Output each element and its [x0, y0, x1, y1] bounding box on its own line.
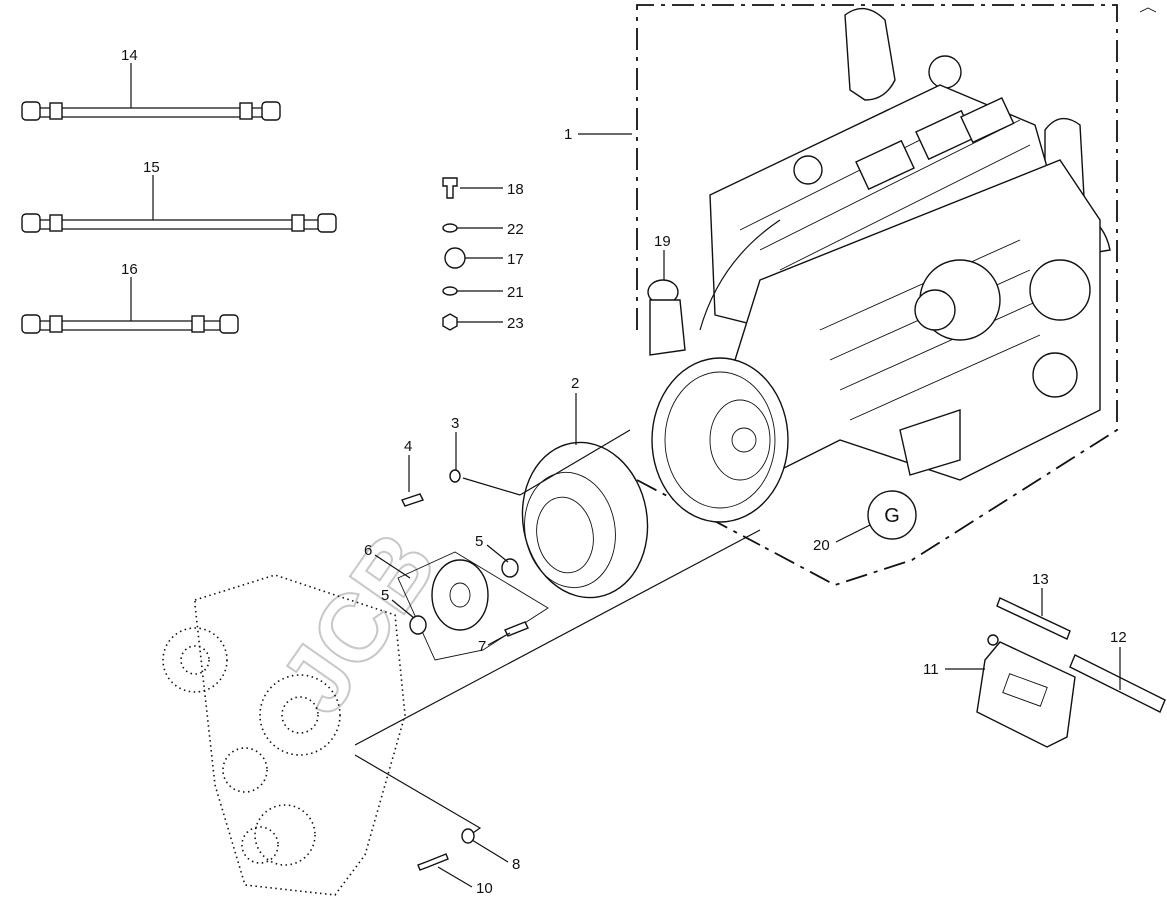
- callout-13: 13: [1032, 571, 1049, 616]
- group-badge: G: [867, 490, 917, 540]
- callout-18: 18: [460, 181, 524, 198]
- svg-text:19: 19: [654, 233, 671, 250]
- callout-23: 23: [457, 315, 524, 332]
- callout-15: 15: [143, 159, 160, 220]
- svg-text:21: 21: [507, 284, 524, 301]
- callout-11: 11: [923, 661, 985, 678]
- callout-20: 20: [813, 524, 871, 554]
- callout-21: 21: [457, 284, 524, 301]
- watermark: JCB: [260, 513, 458, 732]
- callout-19: 19: [654, 233, 671, 280]
- svg-text:20: 20: [813, 537, 830, 554]
- lower-bolt: [417, 828, 475, 871]
- svg-text:23: 23: [507, 315, 524, 332]
- callout-5b: 5: [381, 587, 415, 619]
- callout-1: 1: [564, 126, 632, 143]
- svg-text:3: 3: [451, 415, 459, 432]
- timing-housing: [162, 529, 761, 896]
- svg-text:15: 15: [143, 159, 160, 176]
- callout-2: 2: [571, 375, 579, 445]
- cable-14: [21, 101, 281, 121]
- svg-text:10: 10: [476, 880, 493, 897]
- callout-3: 3: [451, 415, 459, 470]
- corner-mark: [1139, 7, 1157, 13]
- callout-6: 6: [364, 542, 411, 579]
- callout-8: 8: [471, 839, 520, 873]
- engine-assembly: [647, 7, 1111, 523]
- svg-text:16: 16: [121, 261, 138, 278]
- svg-text:12: 12: [1110, 629, 1127, 646]
- svg-text:1: 1: [564, 126, 572, 143]
- svg-text:6: 6: [364, 542, 372, 559]
- flywheel: [519, 429, 649, 599]
- svg-text:11: 11: [923, 661, 939, 678]
- callout-7: 7: [478, 632, 511, 655]
- svg-text:14: 14: [121, 47, 138, 64]
- callout-4: 4: [404, 438, 412, 492]
- hardware-stack: [442, 177, 466, 331]
- callout-14: 14: [121, 47, 138, 108]
- callout-10: 10: [437, 866, 493, 897]
- callout-5a: 5: [475, 533, 509, 563]
- svg-text:4: 4: [404, 438, 412, 455]
- callout-12: 12: [1110, 629, 1127, 690]
- svg-text:13: 13: [1032, 571, 1049, 588]
- svg-text:2: 2: [571, 375, 579, 392]
- cable-16: [21, 314, 239, 334]
- bracket-12: [1069, 654, 1166, 713]
- callout-22: 22: [457, 221, 524, 238]
- svg-text:8: 8: [512, 856, 520, 873]
- cable-15: [21, 213, 337, 233]
- svg-text:5: 5: [475, 533, 483, 550]
- gear-assembly: [397, 469, 549, 661]
- callouts: 1 2 3 4 5 5 6 7 8 10 11 12 13 14 15 16 1…: [121, 47, 1127, 897]
- svg-text:17: 17: [507, 251, 524, 268]
- svg-text:7: 7: [478, 638, 486, 655]
- ecu-module: [976, 634, 1076, 748]
- badge-letter: G: [884, 505, 900, 527]
- svg-text:18: 18: [507, 181, 524, 198]
- svg-text:22: 22: [507, 221, 524, 238]
- bracket-13: [996, 597, 1071, 640]
- callout-16: 16: [121, 261, 138, 321]
- svg-text:5: 5: [381, 587, 389, 604]
- callout-17: 17: [465, 251, 524, 268]
